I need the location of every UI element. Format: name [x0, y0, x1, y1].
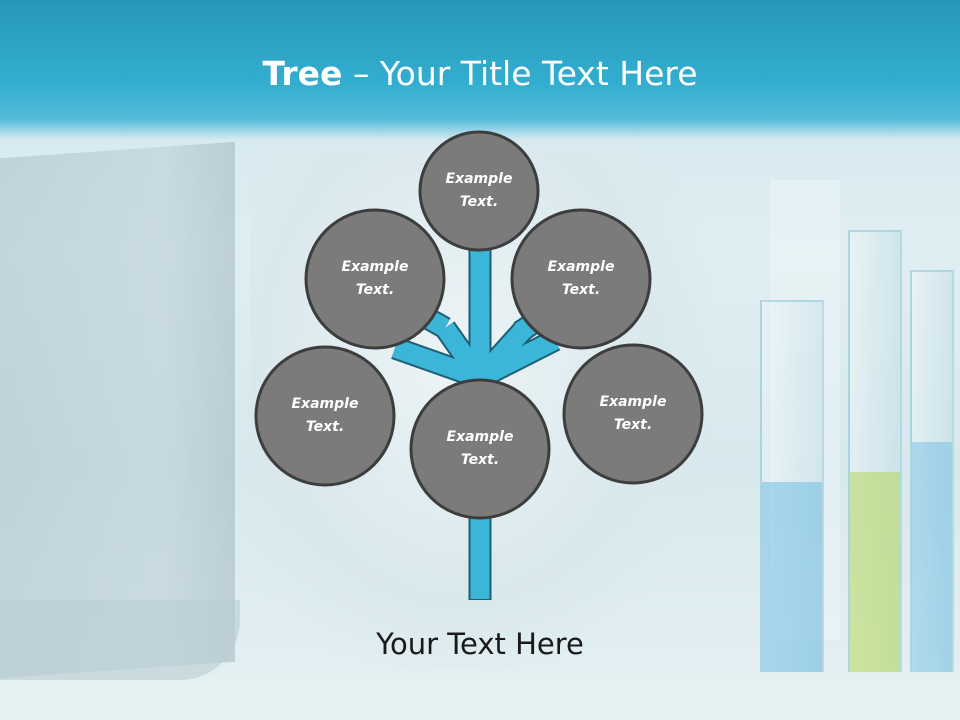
node-text-line: Text. [355, 282, 395, 298]
node-label-lower-right: Example Text. [573, 391, 693, 437]
node-label-top: Example Text. [419, 168, 539, 214]
background-keyboard [0, 600, 240, 680]
node-circle-lower-left[interactable] [254, 345, 396, 487]
footer-text[interactable]: Your Text Here [376, 627, 584, 661]
title-bar [0, 0, 960, 140]
title-keyword: Tree [262, 54, 343, 93]
node-text-line: Text. [613, 417, 653, 433]
node-text-line: Example [341, 259, 409, 275]
node-circle-lower-right[interactable] [562, 343, 704, 485]
tree-branch [475, 331, 560, 387]
node-label-upper-right: Example Text. [521, 256, 641, 302]
node-text-line: Text. [561, 282, 601, 298]
node-text-line: Text. [460, 452, 500, 468]
node-label-center: Example Text. [420, 426, 540, 472]
node-text-line: Text. [459, 194, 499, 210]
background-beaker [910, 270, 954, 672]
node-circle-upper-right[interactable] [510, 208, 652, 350]
tree-nodes [254, 130, 704, 520]
node-circle-center[interactable] [409, 378, 551, 520]
node-circle-upper-left[interactable] [304, 208, 446, 350]
background-beaker [848, 230, 902, 672]
background-beaker [760, 300, 824, 672]
node-label-lower-left: Example Text. [265, 393, 385, 439]
node-text-line: Example [446, 429, 514, 445]
node-text-line: Example [291, 396, 359, 412]
node-label-upper-left: Example Text. [315, 256, 435, 302]
background-graduated-cylinder [770, 180, 840, 640]
node-text-line: Example [599, 394, 667, 410]
node-circle-top[interactable] [418, 130, 540, 252]
slide-title[interactable]: Tree – Your Title Text Here [0, 52, 960, 96]
node-text-line: Text. [305, 419, 345, 435]
node-text-line: Example [445, 171, 513, 187]
tree-branch [391, 339, 484, 387]
node-text-line: Example [547, 259, 615, 275]
title-text: – Your Title Text Here [342, 54, 698, 93]
